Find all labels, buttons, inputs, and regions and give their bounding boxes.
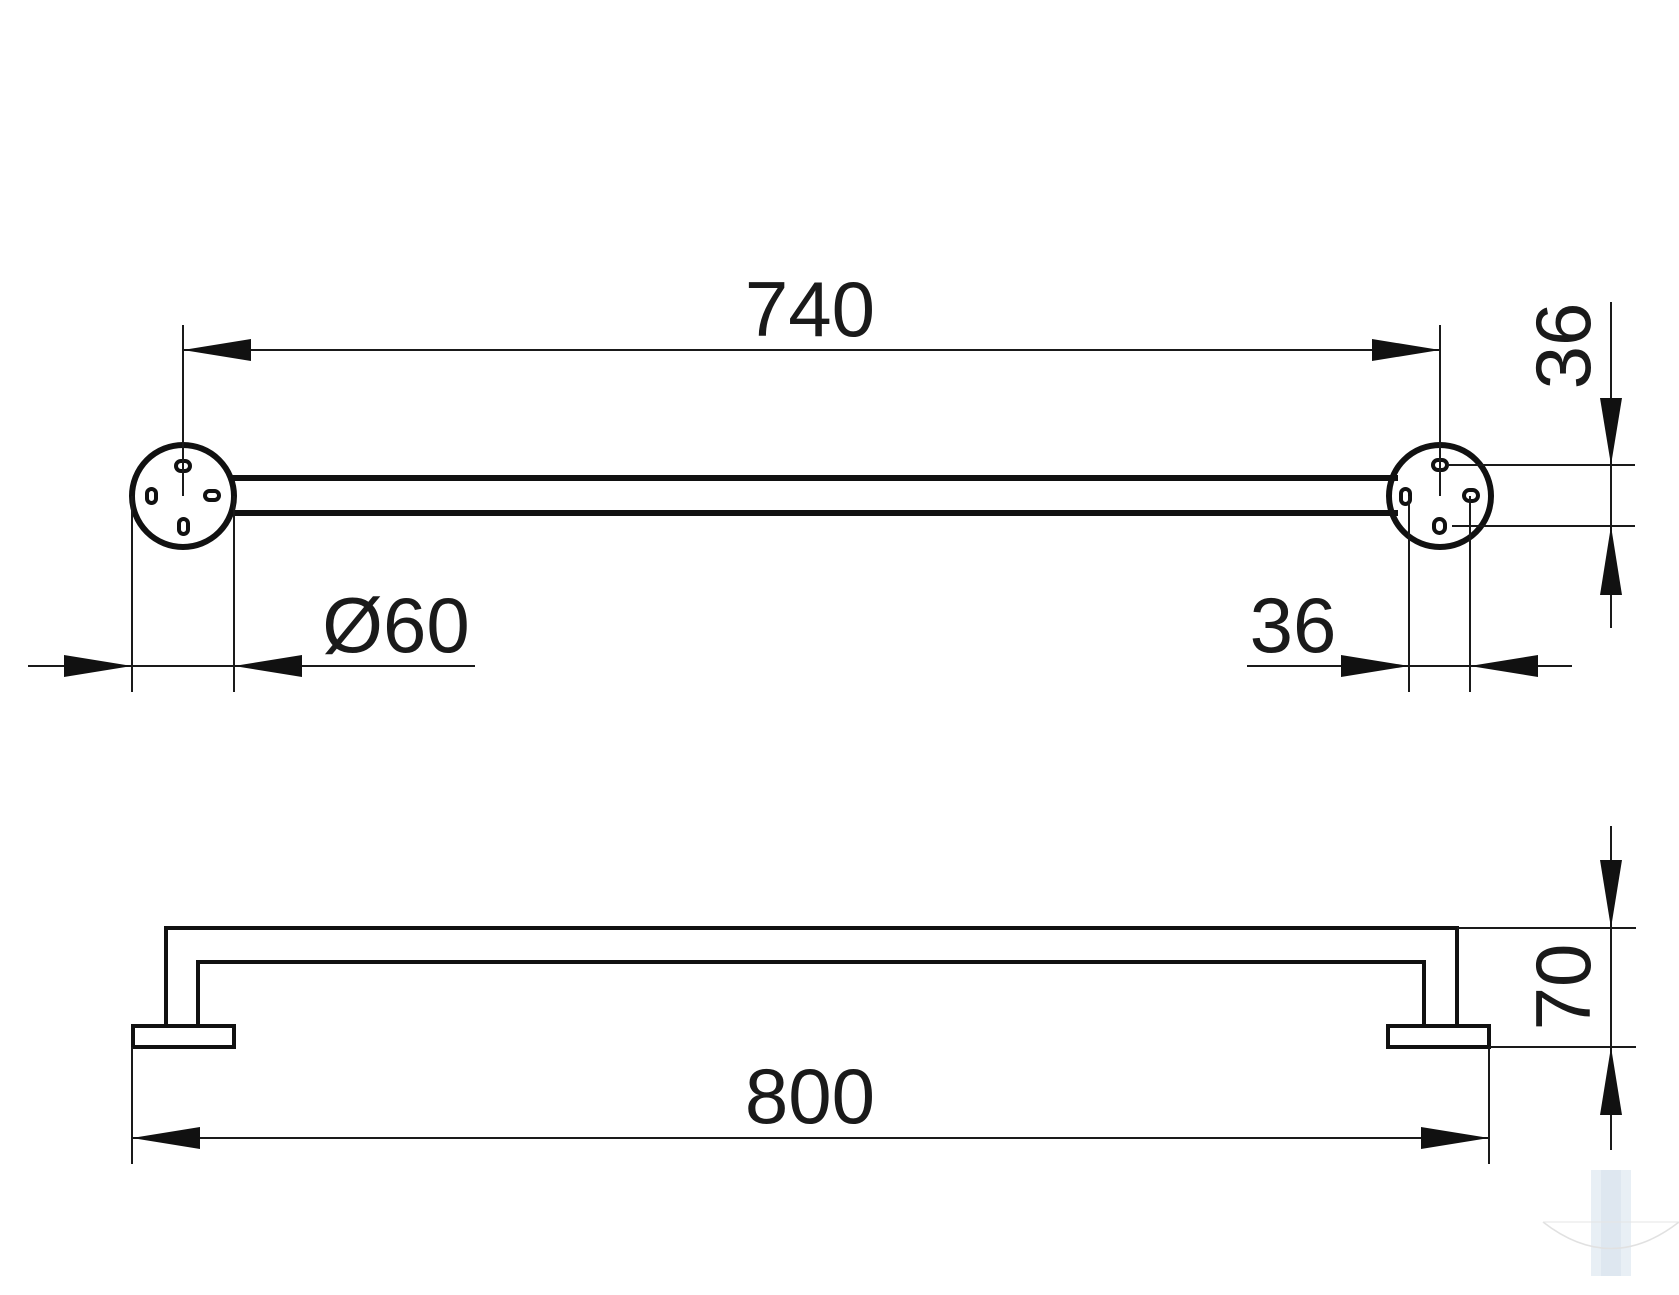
arrowhead	[1600, 860, 1622, 928]
dimension-800: 800	[131, 1047, 1490, 1164]
screw-hole	[145, 487, 158, 505]
dimension-36-vertical: 36	[1447, 302, 1635, 628]
left-rosette	[129, 438, 237, 550]
bar-front	[131, 926, 1491, 1049]
dimension-label-36-vertical: 36	[1519, 303, 1607, 390]
dimension-70: 70	[1457, 826, 1636, 1150]
dimension-label-70: 70	[1519, 944, 1607, 1031]
dimension-label-36-horizontal: 36	[1250, 581, 1337, 669]
arrowhead	[1421, 1127, 1489, 1149]
dimension-diameter-60: Ø60	[28, 496, 475, 692]
left-mount-base	[131, 1024, 236, 1049]
arrowhead	[1600, 398, 1622, 465]
screw-hole	[177, 517, 190, 536]
arrowhead	[234, 655, 302, 677]
arrowhead	[1600, 526, 1622, 595]
arrowhead	[1470, 655, 1538, 677]
arrowhead	[183, 339, 251, 361]
screw-hole	[203, 489, 221, 502]
arrowhead	[132, 1127, 200, 1149]
arrowhead	[64, 655, 132, 677]
dimension-label-diameter-60: Ø60	[322, 581, 469, 669]
watermark-logo	[1542, 1170, 1679, 1276]
arrowhead	[1372, 339, 1440, 361]
dimension-740: 740	[182, 265, 1441, 438]
arrowhead	[1341, 655, 1409, 677]
arrowhead	[1600, 1047, 1622, 1115]
right-mount-base	[1386, 1024, 1491, 1049]
front-view: 800 70	[131, 826, 1636, 1164]
top-view: 740 36 Ø60 36	[28, 265, 1635, 692]
dimension-label-740: 740	[745, 265, 875, 353]
screw-hole	[1432, 517, 1447, 535]
bar-top	[232, 475, 1398, 516]
dimension-36-horizontal: 36	[1247, 496, 1572, 692]
dimension-label-800: 800	[745, 1052, 875, 1140]
right-rosette	[1386, 438, 1494, 550]
